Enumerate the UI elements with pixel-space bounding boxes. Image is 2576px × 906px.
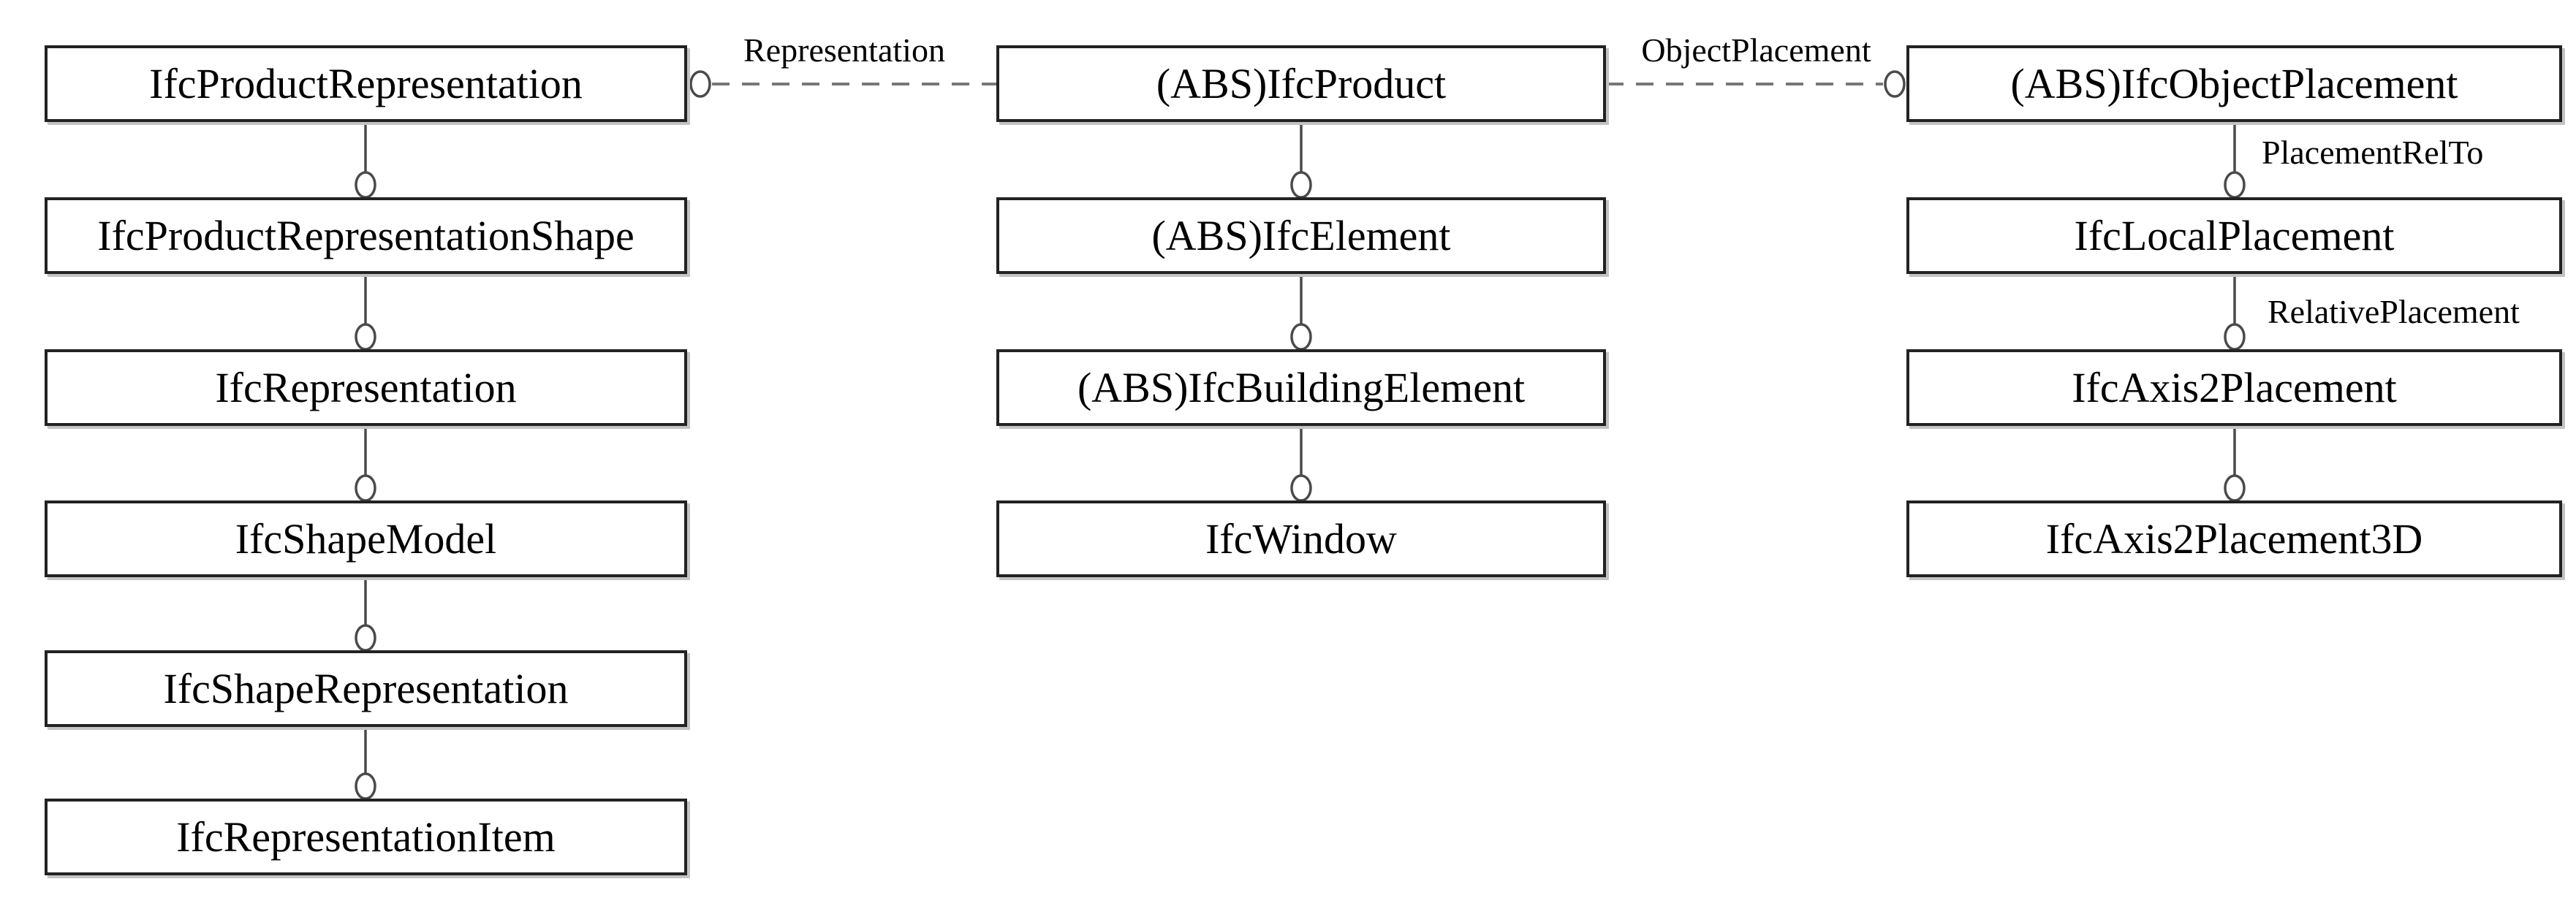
node-label: IfcShapeModel (235, 514, 497, 563)
edge-right-2-3 (2224, 274, 2246, 351)
edge-right-3-4 (2224, 426, 2246, 502)
node-label: IfcProductRepresentation (149, 59, 583, 107)
edge-right-1-2 (2224, 122, 2246, 199)
node-label: IfcAxis2Placement (2072, 363, 2397, 411)
node-ifc-axis2-placement: IfcAxis2Placement (1906, 349, 2562, 426)
node-label: IfcProductRepresentationShape (97, 211, 634, 259)
node-label: IfcShapeRepresentation (163, 664, 569, 712)
node-label: (ABS)IfcObjectPlacement (2010, 59, 2458, 107)
edge-left-2-3 (355, 274, 376, 351)
edge-mid-2-3 (1290, 274, 1312, 351)
node-label: IfcWindow (1205, 514, 1397, 563)
node-label: (ABS)IfcBuildingElement (1077, 363, 1526, 411)
node-abs-ifc-building-element: (ABS)IfcBuildingElement (996, 349, 1606, 426)
node-label: IfcRepresentation (215, 363, 517, 411)
node-label: IfcRepresentationItem (176, 812, 556, 861)
node-ifc-shape-model: IfcShapeModel (45, 500, 687, 577)
edge-left-3-4 (355, 426, 376, 502)
node-ifc-representation: IfcRepresentation (45, 349, 687, 426)
node-abs-ifc-product: (ABS)IfcProduct (996, 45, 1606, 122)
node-ifc-local-placement: IfcLocalPlacement (1906, 197, 2562, 274)
edge-left-1-2 (355, 122, 376, 199)
edge-object-placement (1606, 70, 1906, 98)
node-label: (ABS)IfcProduct (1156, 59, 1447, 107)
node-ifc-window: IfcWindow (996, 500, 1606, 577)
edge-mid-1-2 (1290, 122, 1312, 199)
node-abs-ifc-object-placement: (ABS)IfcObjectPlacement (1906, 45, 2562, 122)
node-ifc-axis2-placement-3d: IfcAxis2Placement3D (1906, 500, 2562, 577)
node-label: IfcAxis2Placement3D (2045, 514, 2423, 563)
edge-label-representation: Representation (743, 31, 945, 69)
node-ifc-product-representation-shape: IfcProductRepresentationShape (45, 197, 687, 274)
node-abs-ifc-element: (ABS)IfcElement (996, 197, 1606, 274)
edge-label-placement-rel-to: PlacementRelTo (2262, 134, 2484, 171)
node-ifc-product-representation: IfcProductRepresentation (45, 45, 687, 122)
node-ifc-representation-item: IfcRepresentationItem (45, 799, 687, 875)
edge-left-4-5 (355, 577, 376, 652)
node-label: IfcLocalPlacement (2074, 211, 2395, 259)
edge-left-5-6 (355, 727, 376, 800)
edge-representation (689, 70, 996, 98)
edge-label-object-placement: ObjectPlacement (1641, 31, 1871, 69)
edge-label-relative-placement: RelativePlacement (2268, 293, 2520, 330)
edge-mid-3-4 (1290, 426, 1312, 502)
node-ifc-shape-representation: IfcShapeRepresentation (45, 650, 687, 727)
node-label: (ABS)IfcElement (1151, 211, 1451, 259)
